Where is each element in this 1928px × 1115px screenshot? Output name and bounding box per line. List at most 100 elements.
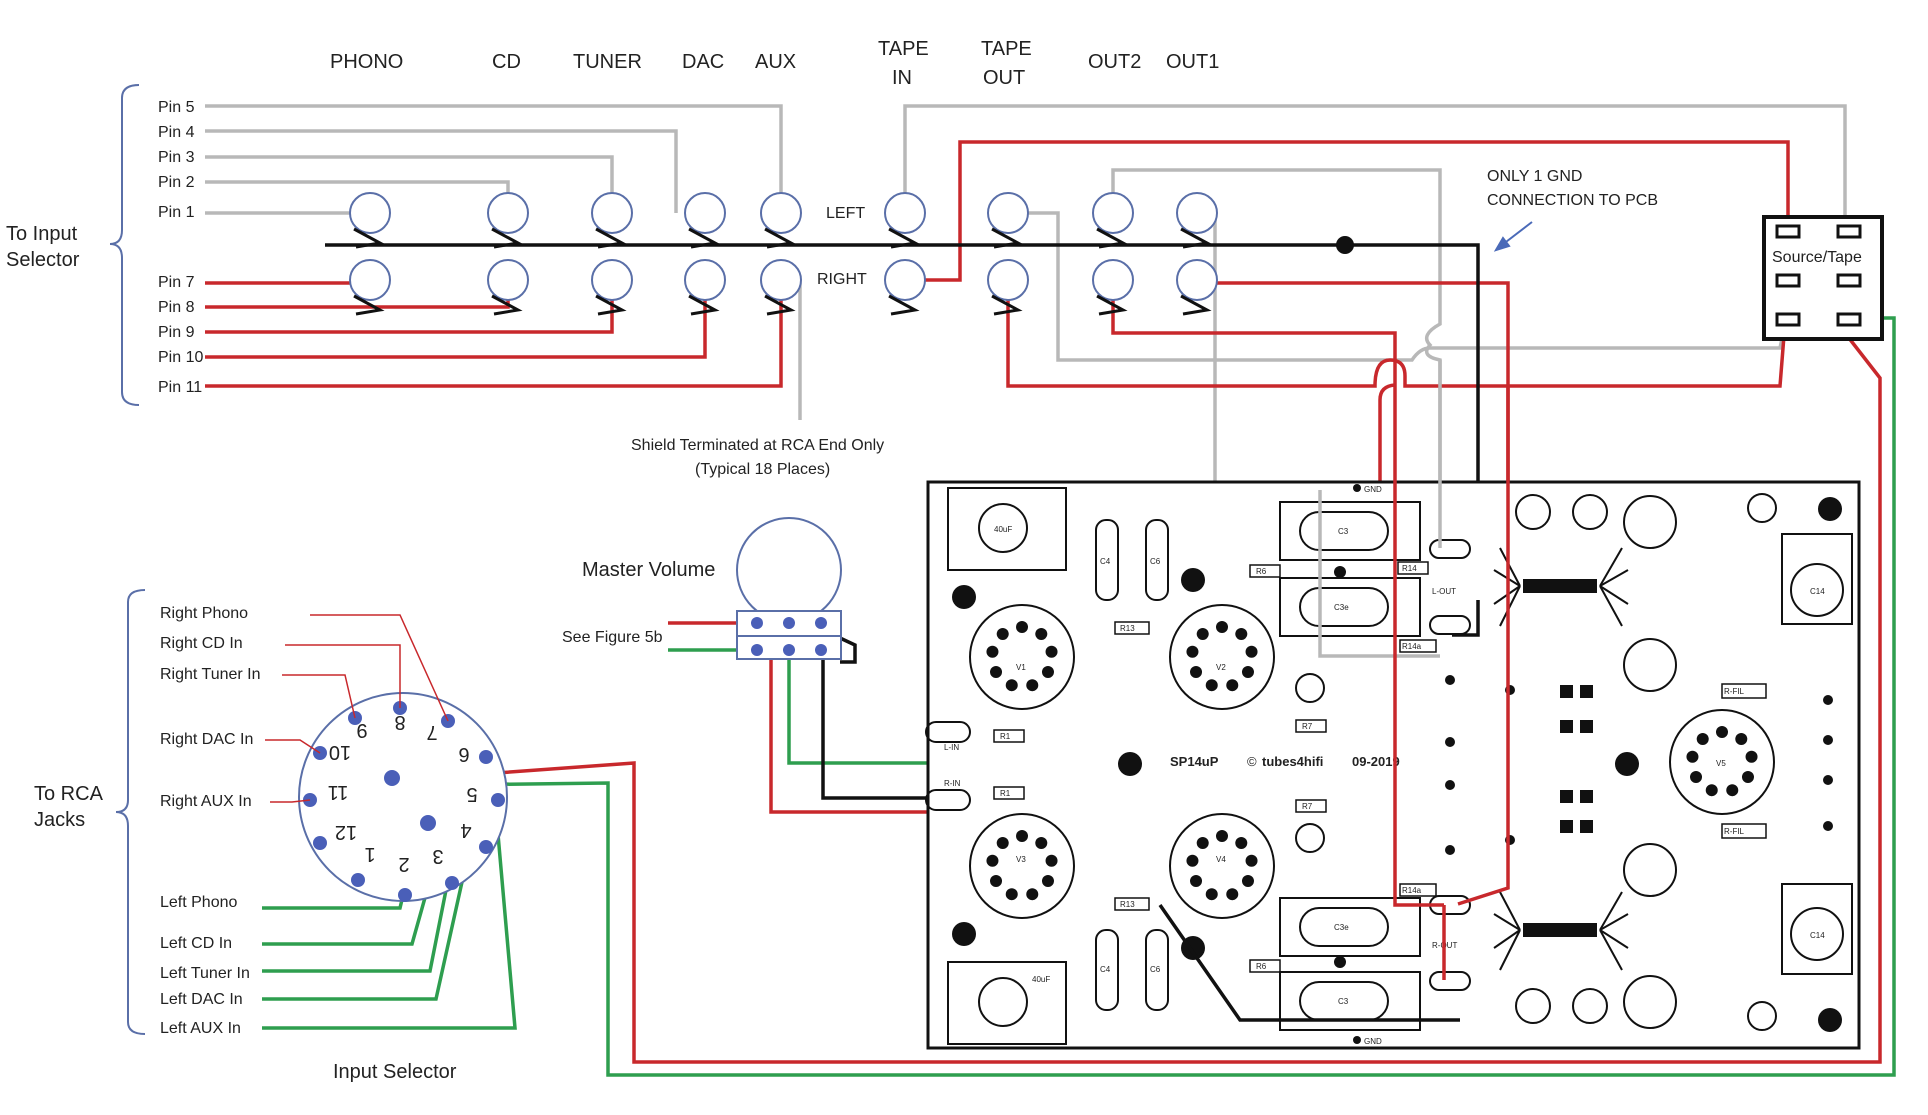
tube-pin	[996, 837, 1009, 850]
tube-pin	[1241, 666, 1254, 678]
pcb-component	[1823, 695, 1833, 705]
selector-pin-dot	[479, 840, 493, 854]
selector-input-left: Left AUX In	[160, 1020, 241, 1037]
pcb-part-c3-top: C3	[1338, 527, 1349, 536]
tube-socket-v1: V1	[969, 604, 1075, 710]
tube-pin	[1035, 837, 1048, 850]
jack-label-tape-in-2: IN	[892, 67, 912, 89]
tube-pin	[1226, 888, 1239, 901]
pcb-c5-top-value: 40uF	[994, 525, 1012, 534]
rca-jacks-bracket	[115, 589, 146, 1035]
pcb-part-rfil-top: R-FIL	[1724, 687, 1745, 696]
pcb-components	[1445, 675, 1833, 855]
selector-pin-label: Pin 1	[158, 204, 195, 221]
selector-leader-right	[310, 614, 449, 722]
tube-pin	[1686, 750, 1699, 763]
tube-pin	[1741, 771, 1754, 783]
selector-number: 8	[394, 711, 405, 733]
tube-pin	[1045, 645, 1058, 658]
selector-input-right: Right AUX In	[160, 793, 252, 810]
tube-pin	[1241, 875, 1254, 887]
tube-label-v2: V2	[1216, 663, 1226, 672]
jack-label-tape-out-1: TAPE	[981, 38, 1032, 60]
rca-jack-out1-right	[1176, 259, 1218, 316]
tube-pin	[1005, 679, 1018, 692]
pcb-part-r6-bottom: R6	[1256, 962, 1267, 971]
tube-pin	[996, 628, 1009, 641]
to-input-selector-label-1: To Input	[6, 223, 78, 245]
rca-jack-tape-out-left	[987, 192, 1029, 249]
rca-jack-out1-left	[1176, 192, 1218, 249]
selector-pin-label: Pin 5	[158, 99, 195, 116]
tube-pin	[1186, 854, 1199, 867]
tube-label-v4: V4	[1216, 855, 1226, 864]
rca-jack-dac-left	[684, 192, 726, 249]
tube-label-v5: V5	[1716, 759, 1726, 768]
tube-pin	[1005, 888, 1018, 901]
selector-pin-dot	[351, 873, 365, 887]
tube-pin	[986, 854, 999, 867]
see-figure-label: See Figure 5b	[562, 629, 663, 646]
tube-pin	[1041, 875, 1054, 887]
pcb-overlay-wires	[1158, 360, 1510, 1022]
tube-socket-v3: V3	[969, 813, 1075, 919]
pcb-part-c6-top: C6	[1150, 557, 1161, 566]
tube-pin	[1690, 771, 1703, 783]
tube-pin	[990, 875, 1003, 887]
rca-jack-cd-left	[487, 192, 529, 249]
tube-socket-v2: V2	[1169, 604, 1275, 710]
pcb-label-l-in: L-IN	[944, 743, 959, 752]
jack-label-aux: AUX	[755, 51, 796, 73]
pcb-part-c14-bottom: C14	[1810, 931, 1825, 940]
jack-label-tape-in-1: TAPE	[878, 38, 929, 60]
pcb-part-c3e-top: C3e	[1334, 603, 1349, 612]
pcb-label-r-in: R-IN	[944, 779, 961, 788]
pcb-component	[1445, 737, 1455, 747]
tube-pins	[986, 621, 1758, 901]
selector-input-right: Right CD In	[160, 635, 243, 652]
rca-jack-tuner-left	[591, 192, 633, 249]
pcb-copyright-icon: ©	[1247, 754, 1257, 769]
pcb-component	[1580, 790, 1593, 803]
tube-pin	[1226, 679, 1239, 692]
selector-input-left: Left CD In	[160, 935, 232, 952]
tube-pin	[1245, 854, 1258, 867]
pcb-component	[1445, 675, 1455, 685]
to-rca-jacks-label-2: Jacks	[34, 809, 85, 831]
selector-leader-right	[282, 674, 356, 719]
rca-jack-tuner-right	[591, 259, 633, 316]
selector-input-left: Left DAC In	[160, 991, 243, 1008]
selector-number: 11	[328, 781, 349, 803]
selector-pins	[303, 701, 505, 902]
selector-pin-label: Pin 4	[158, 124, 195, 141]
tube-pin	[1016, 830, 1028, 842]
pcb-part-r13-bottom: R13	[1120, 900, 1135, 909]
pcb-component	[1823, 821, 1833, 831]
rca-jack-phono-left	[349, 192, 391, 249]
tube-pin	[1186, 645, 1199, 658]
jack-label-dac: DAC	[682, 51, 724, 73]
selector-number: 2	[398, 853, 409, 875]
tube-pin	[1735, 733, 1748, 746]
tube-pin	[1235, 628, 1248, 641]
pcb-board: 40uF 40uF V1 V2 V3 V4 V5 C3	[925, 480, 1861, 1050]
pcb-part-r6-top: R6	[1256, 567, 1267, 576]
tube-pin	[1196, 628, 1209, 641]
tube-pin	[1026, 888, 1039, 901]
rca-jack-aux-left	[760, 192, 802, 249]
pcb-part-c4-bottom: C4	[1100, 965, 1111, 974]
tube-pin	[1041, 666, 1054, 678]
selector-pin-dot	[398, 888, 412, 902]
pcb-part-c4-top: C4	[1100, 557, 1111, 566]
pcb-title: SP14uP	[1170, 754, 1219, 769]
master-volume-label: Master Volume	[582, 559, 715, 581]
row-label-right: RIGHT	[817, 271, 867, 288]
pcb-c5-bottom-value: 40uF	[1032, 975, 1050, 984]
tube-socket-v4: V4	[1169, 813, 1275, 919]
selector-input-left: Left Phono	[160, 894, 238, 911]
selector-wiper-left	[420, 815, 436, 831]
selector-pin-label: Pin 11	[158, 379, 202, 396]
pcb-part-r14a-bottom: R14a	[1402, 886, 1422, 895]
selector-number: 3	[432, 845, 443, 867]
